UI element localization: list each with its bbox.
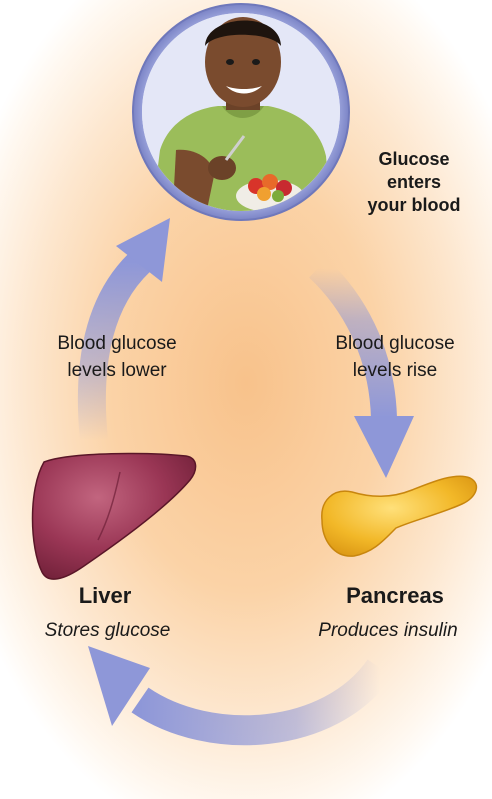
pancreas-icon xyxy=(322,476,477,556)
glucose-lower-label: Blood glucose levels lower xyxy=(22,330,212,384)
arrow-lower xyxy=(92,218,170,440)
arrow-bottom xyxy=(88,646,380,730)
pancreas-subtitle: Produces insulin xyxy=(288,620,488,642)
glucose-lower-line2: levels lower xyxy=(22,357,212,384)
glucose-rise-line1: Blood glucose xyxy=(300,330,490,357)
glucose-enters-line1: Glucose xyxy=(345,148,483,171)
glucose-rise-label: Blood glucose levels rise xyxy=(300,330,490,384)
glucose-enters-label: Glucose enters your blood xyxy=(345,148,483,217)
glucose-lower-line1: Blood glucose xyxy=(22,330,212,357)
glucose-rise-line2: levels rise xyxy=(300,357,490,384)
glucose-enters-line2: enters xyxy=(345,171,483,194)
liver-subtitle: Stores glucose xyxy=(20,620,195,642)
liver-icon xyxy=(33,454,196,580)
liver-title: Liver xyxy=(40,583,170,609)
glucose-enters-line3: your blood xyxy=(345,194,483,217)
person-eating-icon xyxy=(130,4,360,230)
pancreas-title: Pancreas xyxy=(305,583,485,609)
